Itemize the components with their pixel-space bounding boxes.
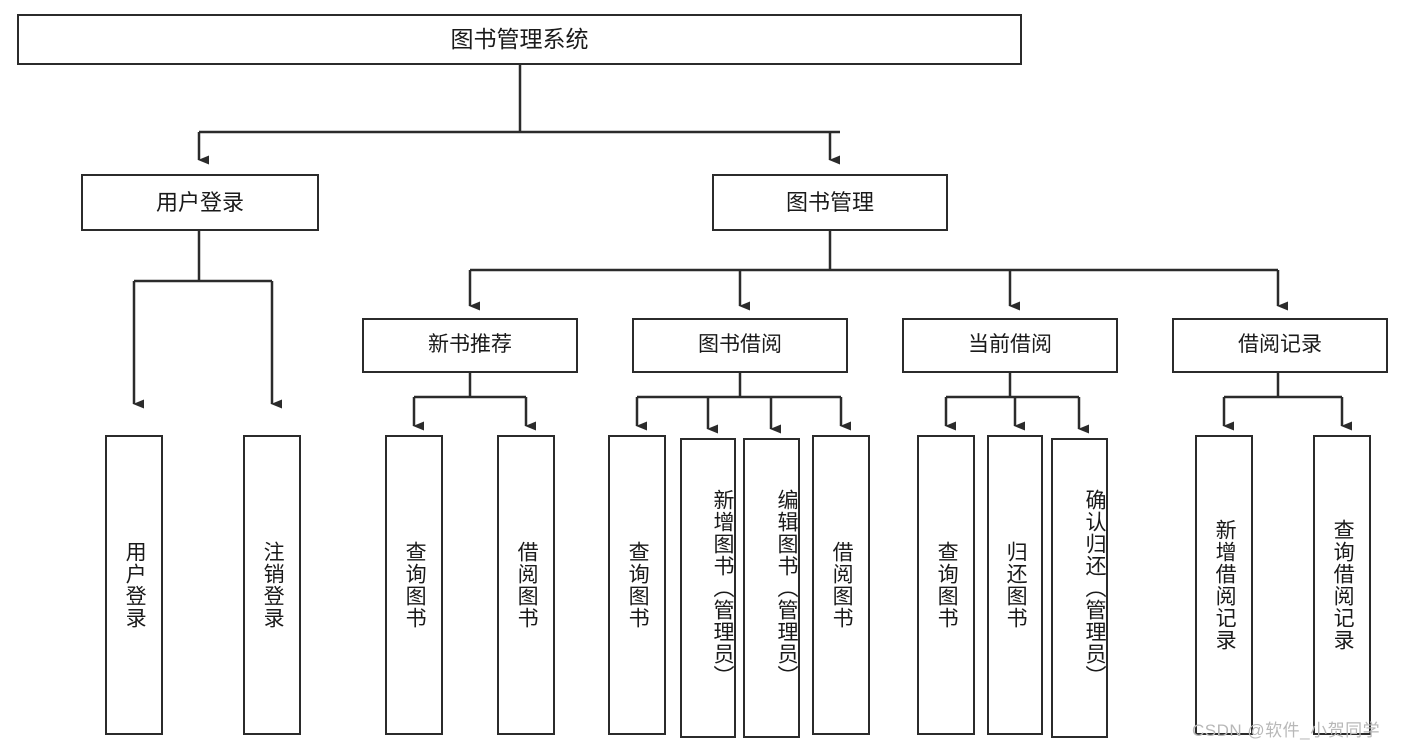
node-leaf-user-login[interactable]: 用户登录 (105, 435, 163, 735)
node-leaf-logout-login[interactable]: 注销登录 (243, 435, 301, 735)
node-root[interactable]: 图书管理系统 (17, 14, 1022, 65)
node-leaf-query-book-1[interactable]: 查询图书 (385, 435, 443, 735)
node-new-book-recommend[interactable]: 新书推荐 (362, 318, 578, 373)
node-leaf-query-record[interactable]: 查询借阅记录 (1313, 435, 1371, 735)
node-current-borrow[interactable]: 当前借阅 (902, 318, 1118, 373)
node-user-login[interactable]: 用户登录 (81, 174, 319, 231)
node-book-borrow[interactable]: 图书借阅 (632, 318, 848, 373)
node-leaf-query-book-2[interactable]: 查询图书 (608, 435, 666, 735)
node-leaf-query-book-3[interactable]: 查询图书 (917, 435, 975, 735)
node-leaf-confirm-return[interactable]: 确认归还（管理员） (1051, 438, 1108, 738)
node-leaf-borrow-book-1[interactable]: 借阅图书 (497, 435, 555, 735)
node-leaf-borrow-book-2[interactable]: 借阅图书 (812, 435, 870, 735)
node-leaf-return-book[interactable]: 归还图书 (987, 435, 1043, 735)
csdn-watermark: CSDN @软件_小贺同学 (1192, 721, 1381, 740)
node-leaf-add-book[interactable]: 新增图书（管理员） (680, 438, 736, 738)
node-book-manage[interactable]: 图书管理 (712, 174, 948, 231)
node-borrow-record[interactable]: 借阅记录 (1172, 318, 1388, 373)
node-leaf-edit-book[interactable]: 编辑图书（管理员） (743, 438, 800, 738)
node-leaf-add-record[interactable]: 新增借阅记录 (1195, 435, 1253, 735)
